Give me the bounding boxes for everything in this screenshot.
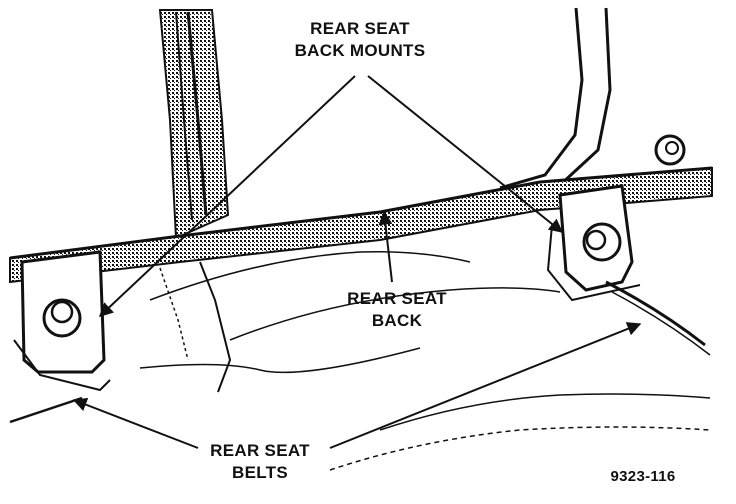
right-seat-belt (605, 280, 711, 356)
figure-number: 9323-116 (610, 468, 676, 485)
seat-cushion-lines (139, 250, 711, 471)
leader-belt-left-arrow (72, 398, 199, 449)
left-pillar (158, 9, 230, 240)
label-line: BELTS (232, 463, 288, 482)
label-line: REAR SEAT (310, 19, 410, 38)
leader-lines (9, 75, 642, 449)
label-line: BACK MOUNTS (294, 41, 426, 60)
leader-mount-right (367, 75, 564, 233)
leader-belt-left (9, 396, 83, 424)
label-line: BACK (371, 311, 423, 330)
left-mount-bracket (13, 250, 111, 392)
label-line: REAR SEAT (347, 289, 447, 308)
label-line: REAR SEAT (210, 441, 310, 460)
leader-belt-right (329, 322, 642, 449)
leader-mount-left (98, 75, 356, 317)
leader-seat-back (378, 210, 393, 283)
right-mount-bracket (546, 134, 686, 302)
label-rear-seat-back: REAR SEAT BACK (336, 288, 458, 332)
label-rear-seat-back-mounts: REAR SEAT BACK MOUNTS (272, 18, 448, 62)
right-window-frame (499, 7, 612, 190)
label-rear-seat-belts: REAR SEAT BELTS (196, 440, 324, 484)
